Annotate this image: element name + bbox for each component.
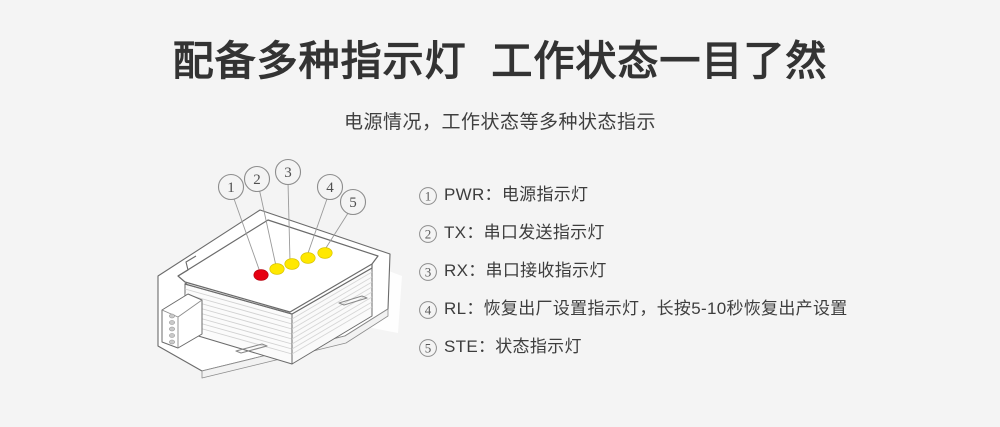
- legend-label-ste: STE：状态指示灯: [444, 337, 582, 356]
- svg-text:5: 5: [425, 341, 432, 356]
- svg-text:2: 2: [425, 227, 432, 242]
- svg-text:2: 2: [253, 172, 261, 188]
- svg-text:4: 4: [425, 303, 432, 318]
- legend-number-2-icon: 2: [418, 214, 444, 252]
- legend-number-5-icon: 5: [418, 328, 444, 366]
- legend-item-ste: 5 STE：状态指示灯: [418, 328, 978, 366]
- callout-4: 4: [316, 173, 344, 201]
- legend-label-pwr: PWR：电源指示灯: [444, 185, 589, 204]
- page-title: 配备多种指示灯 工作状态一目了然: [172, 38, 828, 84]
- header: 配备多种指示灯 工作状态一目了然 电源情况，工作状态等多种状态指示: [0, 0, 1000, 134]
- led-5-ste: [317, 247, 333, 259]
- svg-text:5: 5: [349, 195, 357, 211]
- led-1-pwr: [253, 269, 269, 281]
- legend-label-rx: RX：串口接收指示灯: [444, 261, 607, 280]
- callout-3: 3: [274, 158, 302, 186]
- led-2-tx: [269, 263, 285, 275]
- legend-item-pwr: 1 PWR：电源指示灯: [418, 176, 978, 214]
- legend-label-tx: TX：串口发送指示灯: [444, 223, 605, 242]
- led-group: [253, 247, 333, 281]
- svg-text:1: 1: [227, 180, 235, 196]
- svg-text:4: 4: [326, 180, 334, 196]
- legend-number-1-icon: 1: [418, 176, 444, 214]
- svg-text:1: 1: [425, 189, 432, 204]
- indicator-legend-list: 1 PWR：电源指示灯 2 TX：串口发送指示灯: [418, 176, 978, 366]
- legend-label-rl: RL：恢复出厂设置指示灯，长按5-10秒恢复出产设置: [444, 299, 848, 318]
- legend-number-3-icon: 3: [418, 252, 444, 290]
- svg-text:3: 3: [284, 165, 292, 181]
- callout-5: 5: [339, 188, 367, 216]
- legend-item-rx: 3 RX：串口接收指示灯: [418, 252, 978, 290]
- device-illustration: 1 2 3 4 5: [140, 158, 430, 398]
- led-4-rl: [300, 252, 316, 264]
- callout-markers: 1 2 3 4 5: [217, 158, 367, 216]
- svg-text:3: 3: [425, 265, 432, 280]
- content-area: 1 2 3 4 5: [0, 158, 1000, 427]
- page-subtitle: 电源情况，工作状态等多种状态指示: [343, 112, 656, 134]
- legend-number-4-icon: 4: [418, 290, 444, 328]
- callout-1: 1: [217, 173, 245, 201]
- callout-2: 2: [243, 165, 271, 193]
- legend-item-rl: 4 RL：恢复出厂设置指示灯，长按5-10秒恢复出产设置: [418, 290, 978, 328]
- legend-item-tx: 2 TX：串口发送指示灯: [418, 214, 978, 252]
- led-3-rx: [284, 258, 300, 270]
